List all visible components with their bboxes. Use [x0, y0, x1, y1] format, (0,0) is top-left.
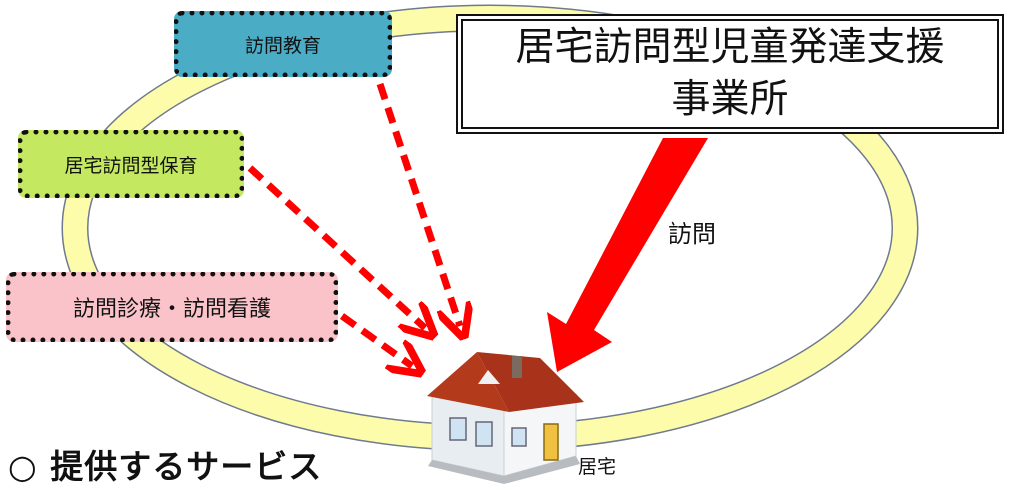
home-label: 居宅 — [578, 456, 617, 478]
provider-office-box: 居宅訪問型児童発達支援 事業所 — [456, 14, 1004, 134]
service-box-visit-education: 訪問教育 — [174, 11, 392, 77]
provider-office-line1: 居宅訪問型児童発達支援 — [515, 25, 945, 70]
arrow-houmon — [547, 138, 708, 372]
service-box-label: 訪問診療・訪問看護 — [72, 297, 271, 322]
visit-label: 訪問 — [668, 220, 716, 248]
service-box-label: 訪問教育 — [244, 34, 321, 57]
service-box-home-childcare: 居宅訪問型保育 — [18, 130, 244, 198]
service-box-label: 居宅訪問型保育 — [64, 154, 198, 177]
service-box-home-medical-nursing: 訪問診療・訪問看護 — [6, 272, 338, 342]
section-heading: ○ 提供するサービス — [8, 447, 323, 486]
house-icon — [427, 352, 584, 484]
arrow-hoiku — [247, 165, 425, 328]
arrow-shinryo — [339, 313, 412, 366]
provider-office-line2: 事業所 — [671, 77, 789, 122]
arrow-kyouiku — [376, 82, 460, 326]
